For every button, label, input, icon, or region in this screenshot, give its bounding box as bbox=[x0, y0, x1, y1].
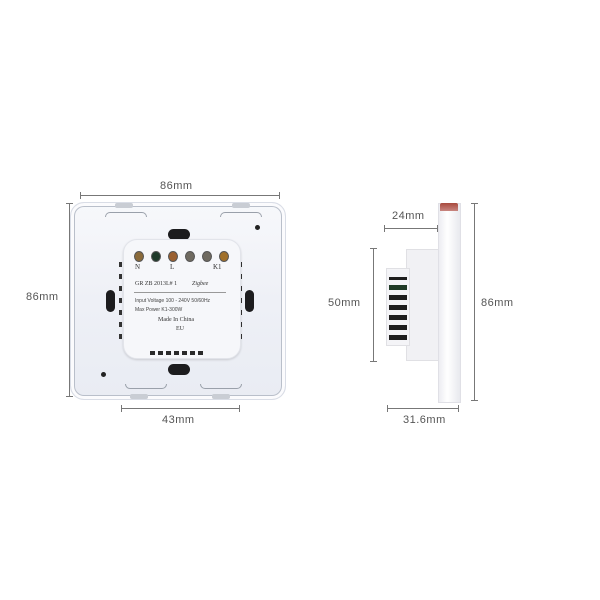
module-model: GR ZB 2013L# 1 bbox=[135, 281, 178, 287]
module-input-voltage: Input Voltage 100 - 240V 50/60Hz bbox=[135, 298, 211, 304]
terminal-screw bbox=[185, 251, 195, 262]
terminal-screw bbox=[219, 251, 229, 262]
terminal-row bbox=[134, 251, 229, 262]
module-made-in: Made In China bbox=[158, 317, 194, 323]
terminal-label-k1: K1 bbox=[213, 263, 222, 271]
terminal-screw bbox=[202, 251, 212, 262]
screw-slot bbox=[168, 364, 190, 375]
screw-slot bbox=[245, 290, 254, 312]
side-total-depth-tick bbox=[458, 405, 459, 412]
terminal-label-l: L bbox=[170, 263, 175, 271]
side-module-height-line bbox=[373, 248, 374, 362]
plate-tab bbox=[212, 394, 230, 399]
front-height-line bbox=[69, 203, 70, 397]
front-width-line bbox=[80, 195, 280, 196]
side-module-body bbox=[406, 249, 440, 361]
front-height-label: 86mm bbox=[26, 291, 59, 303]
side-accent-edge bbox=[440, 203, 458, 211]
module-region: EU bbox=[176, 326, 184, 332]
side-total-depth-label: 31.6mm bbox=[403, 414, 446, 426]
side-total-depth-line bbox=[387, 408, 459, 409]
terminal-screw bbox=[168, 251, 178, 262]
side-height-tick bbox=[471, 400, 478, 401]
module-divider bbox=[134, 292, 226, 293]
side-height-label: 86mm bbox=[481, 297, 514, 309]
side-depth-label: 24mm bbox=[392, 210, 425, 222]
mounting-clip bbox=[220, 212, 262, 217]
plate-tab bbox=[115, 203, 133, 208]
front-bottom-line bbox=[121, 408, 240, 409]
side-height-line bbox=[474, 203, 475, 401]
mounting-clip bbox=[200, 384, 242, 389]
screw-hole bbox=[101, 372, 106, 377]
module-protocol: Zigbee bbox=[192, 281, 209, 287]
front-width-tick-right bbox=[279, 192, 280, 199]
plate-tab bbox=[130, 394, 148, 399]
mounting-clip bbox=[105, 212, 147, 217]
plate-tab bbox=[232, 203, 250, 208]
side-module-height-tick bbox=[370, 361, 377, 362]
screw-slot bbox=[168, 229, 190, 240]
left-vents bbox=[119, 262, 122, 339]
front-width-tick-left bbox=[80, 192, 81, 199]
side-module-height-label: 50mm bbox=[328, 297, 361, 309]
side-vents bbox=[389, 277, 407, 340]
side-total-depth-tick bbox=[387, 405, 388, 412]
front-bottom-tick-right bbox=[239, 405, 240, 412]
module-max-power: Max Power K1-300W bbox=[135, 307, 183, 313]
screw-hole bbox=[255, 225, 260, 230]
side-module-height-tick bbox=[370, 248, 377, 249]
side-depth-tick bbox=[384, 225, 385, 232]
front-width-label: 86mm bbox=[160, 180, 193, 192]
side-height-tick bbox=[471, 203, 478, 204]
screw-slot bbox=[106, 290, 115, 312]
side-depth-tick bbox=[437, 225, 438, 232]
front-bottom-label: 43mm bbox=[162, 414, 195, 426]
terminal-screw bbox=[151, 251, 161, 262]
front-height-tick-bottom bbox=[66, 396, 73, 397]
terminal-screw bbox=[134, 251, 144, 262]
front-bottom-tick-left bbox=[121, 405, 122, 412]
bottom-vents bbox=[150, 351, 203, 355]
side-plate bbox=[438, 203, 461, 403]
side-depth-line bbox=[384, 228, 438, 229]
front-height-tick-top bbox=[66, 203, 73, 204]
terminal-label-n: N bbox=[135, 263, 141, 271]
mounting-clip bbox=[125, 384, 167, 389]
